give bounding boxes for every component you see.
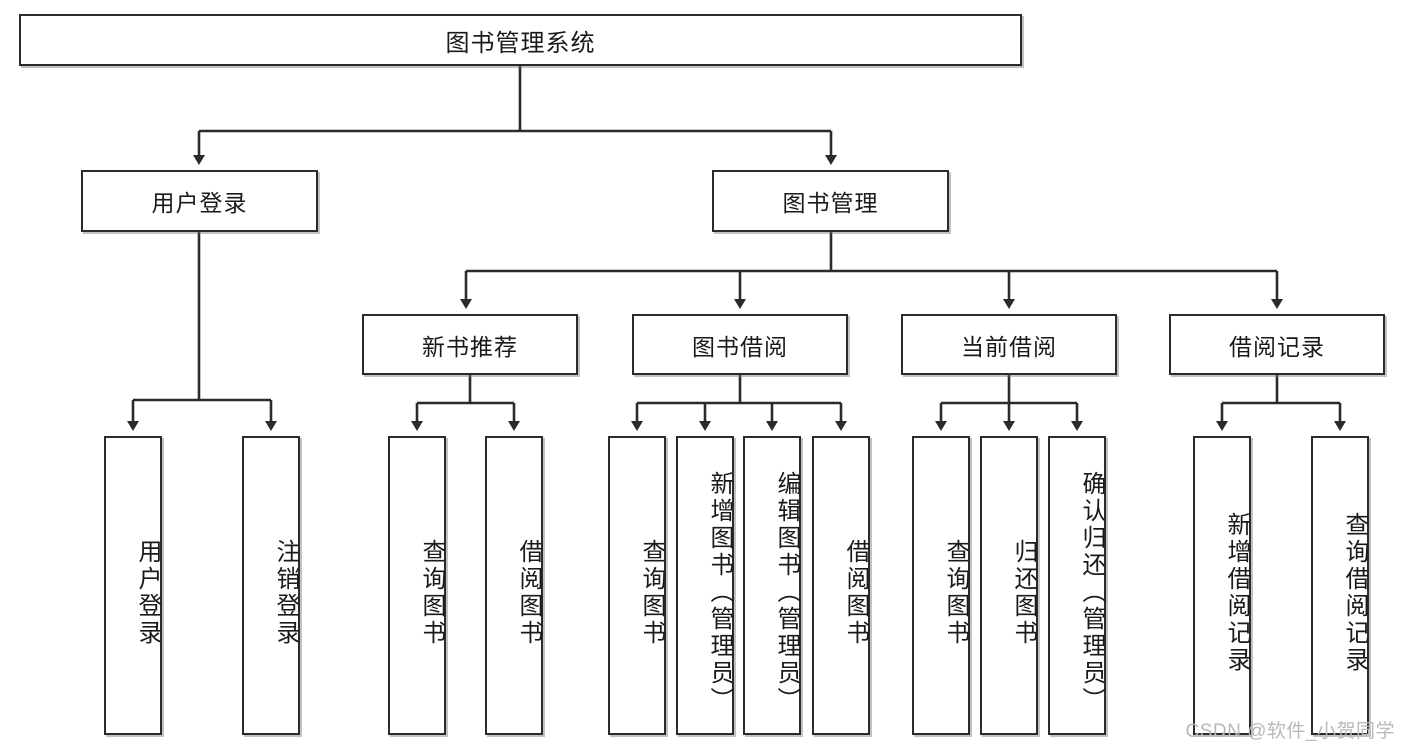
node-user-login[interactable]: 用户登录 — [81, 170, 318, 232]
node-user-login-label: 用户登录 — [151, 190, 248, 216]
node-root-label: 图书管理系统 — [445, 29, 596, 57]
leaf-query-book-2-label: 查询图书 — [638, 538, 665, 647]
leaf-query-record[interactable]: 查询借阅记录 — [1311, 436, 1369, 735]
csdn-watermark: CSDN @软件_小贺同学 — [1185, 721, 1395, 742]
node-book-management-label: 图书管理 — [782, 190, 879, 216]
node-book-borrow-label: 图书借阅 — [692, 333, 788, 360]
leaf-query-book-2[interactable]: 查询图书 — [608, 436, 666, 735]
leaf-user-logout-label: 注销登录 — [272, 538, 299, 647]
leaf-user-login-label: 用户登录 — [134, 538, 161, 647]
leaf-add-record-label: 新增借阅记录 — [1223, 511, 1250, 674]
leaf-return-book[interactable]: 归还图书 — [980, 436, 1038, 735]
node-new-book-recommend-label: 新书推荐 — [422, 333, 518, 360]
leaf-borrow-book-2-label: 借阅图书 — [842, 538, 869, 647]
leaf-query-book-3-label: 查询图书 — [942, 538, 969, 647]
leaf-add-record[interactable]: 新增借阅记录 — [1193, 436, 1251, 735]
leaf-add-book[interactable]: 新增图书（管理员） — [676, 436, 734, 735]
leaf-edit-book-label: 编辑图书（管理员） — [773, 471, 800, 714]
node-borrow-record-label: 借阅记录 — [1229, 333, 1325, 360]
leaf-confirm-return[interactable]: 确认归还（管理员） — [1048, 436, 1106, 735]
node-current-borrow[interactable]: 当前借阅 — [901, 314, 1117, 375]
leaf-user-logout[interactable]: 注销登录 — [242, 436, 300, 735]
leaf-edit-book[interactable]: 编辑图书（管理员） — [743, 436, 801, 735]
node-current-borrow-label: 当前借阅 — [961, 333, 1057, 360]
leaf-return-book-label: 归还图书 — [1010, 538, 1037, 647]
leaf-confirm-return-label: 确认归还（管理员） — [1078, 471, 1105, 714]
leaf-user-login[interactable]: 用户登录 — [104, 436, 162, 735]
leaf-query-book-1-label: 查询图书 — [418, 538, 445, 647]
node-new-book-recommend[interactable]: 新书推荐 — [362, 314, 578, 375]
leaf-query-book-3[interactable]: 查询图书 — [912, 436, 970, 735]
node-root[interactable]: 图书管理系统 — [19, 14, 1022, 66]
leaf-query-book-1[interactable]: 查询图书 — [388, 436, 446, 735]
node-borrow-record[interactable]: 借阅记录 — [1169, 314, 1385, 375]
leaf-borrow-book-1[interactable]: 借阅图书 — [485, 436, 543, 735]
leaf-query-record-label: 查询借阅记录 — [1341, 511, 1368, 674]
node-book-borrow[interactable]: 图书借阅 — [632, 314, 848, 375]
leaf-borrow-book-2[interactable]: 借阅图书 — [812, 436, 870, 735]
leaf-borrow-book-1-label: 借阅图书 — [515, 538, 542, 647]
leaf-add-book-label: 新增图书（管理员） — [706, 471, 733, 714]
node-book-management[interactable]: 图书管理 — [712, 170, 949, 232]
